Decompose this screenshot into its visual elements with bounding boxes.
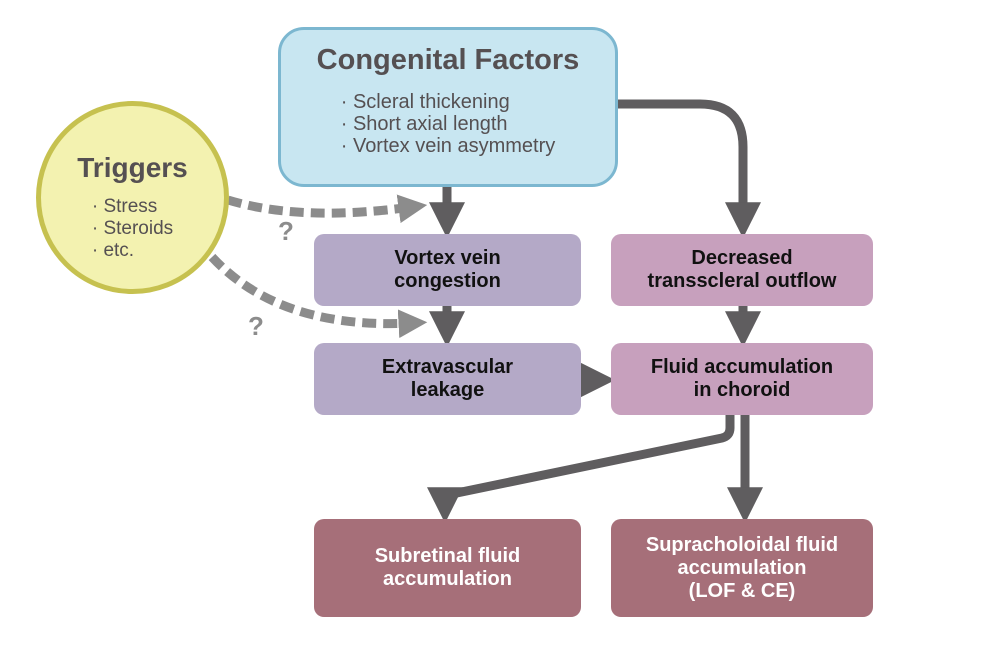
list-item: · Steroids xyxy=(91,218,174,239)
node-label-line: accumulation xyxy=(383,568,512,590)
node-label-line: Extravascular xyxy=(381,356,514,378)
node-label-line: Vortex vein xyxy=(394,247,501,269)
list-item: · Scleral thickening xyxy=(340,91,510,114)
arrow-congenital-to-outflow xyxy=(618,99,761,239)
choroid-fluid-box: Fluid accumulation in choroid xyxy=(611,343,873,415)
dashed-arrow-triggers-to-leakage xyxy=(208,253,428,339)
triggers-circle: Triggers · Stress · Steroids · etc. xyxy=(36,101,229,294)
list-item: · Stress xyxy=(91,196,158,217)
suprachoroidal-fluid-box: Supracholoidal fluid accumulation (LOF &… xyxy=(611,519,873,617)
list-item: · Vortex vein asymmetry xyxy=(340,135,556,158)
vortex-vein-congestion-box: Vortex vein congestion xyxy=(314,234,581,306)
node-label-line: Subretinal fluid xyxy=(374,545,521,567)
arrow-choroid-to-subretinal xyxy=(427,415,735,524)
node-label-line: (LOF & CE) xyxy=(688,579,796,602)
dashed-arrow-triggers-to-vortex xyxy=(226,194,428,224)
triggers-list: · Stress · Steroids · etc. xyxy=(92,196,173,262)
triggers-title: Triggers xyxy=(77,152,188,183)
congenital-factors-list: · Scleral thickening · Short axial lengt… xyxy=(341,91,556,157)
subretinal-fluid-box: Subretinal fluid accumulation xyxy=(314,519,581,617)
node-label-line: Decreased xyxy=(691,247,793,269)
extravascular-leakage-box: Extravascular leakage xyxy=(314,343,581,415)
decreased-outflow-box: Decreased transscleral outflow xyxy=(611,234,873,306)
uncertain-link-mark: ? xyxy=(248,311,264,341)
node-label-line: accumulation xyxy=(677,556,807,579)
node-label-line: in choroid xyxy=(693,379,791,401)
node-label-line: congestion xyxy=(394,270,501,292)
list-item: · etc. xyxy=(91,240,135,261)
node-label-line: transscleral outflow xyxy=(647,270,837,292)
uncertain-link-mark: ? xyxy=(278,216,294,246)
node-label-line: Supracholoidal fluid xyxy=(645,533,839,556)
node-label-line: leakage xyxy=(410,379,485,401)
congenital-factors-title: Congenital Factors xyxy=(316,44,580,76)
list-item: · Short axial length xyxy=(340,113,508,136)
congenital-factors-box: Congenital Factors · Scleral thickening … xyxy=(278,27,618,187)
node-label-line: Fluid accumulation xyxy=(650,356,834,378)
